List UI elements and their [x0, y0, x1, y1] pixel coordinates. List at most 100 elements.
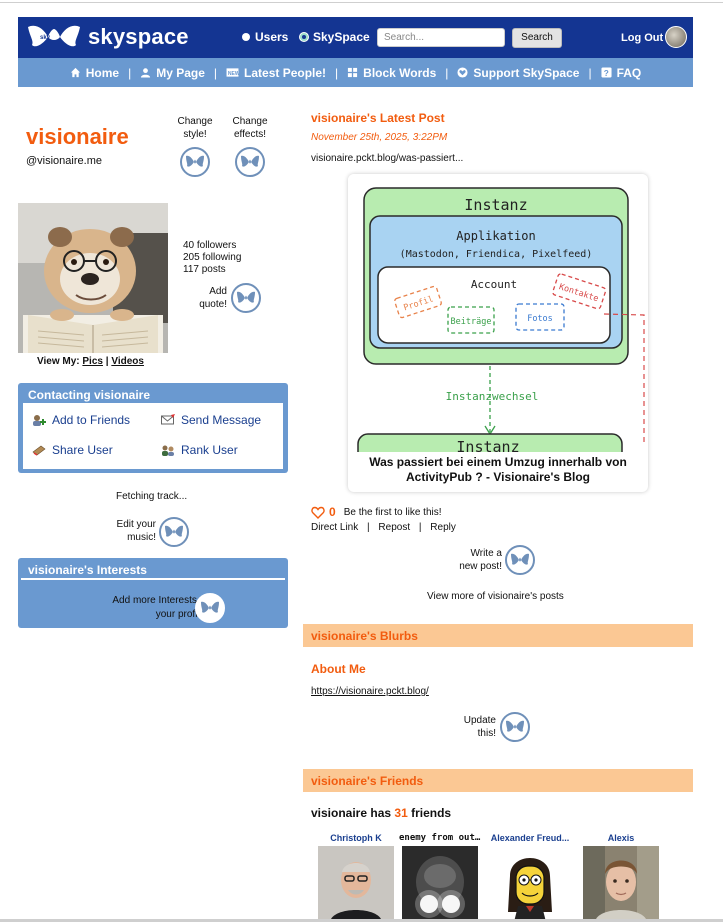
friend-name[interactable]: Alexander Freud...: [490, 833, 570, 843]
music-status: Fetching track...: [116, 491, 188, 502]
add-to-friends-link[interactable]: Add to Friends: [32, 413, 130, 427]
view-videos-link[interactable]: Videos: [111, 356, 144, 367]
add-quote-button[interactable]: [231, 283, 261, 313]
update-blurbs-button[interactable]: [500, 712, 530, 742]
diagram-beitraege-label: Beiträge: [451, 317, 492, 327]
home-icon: [70, 67, 80, 78]
blurbs-title: visionaire's Blurbs: [311, 629, 418, 643]
rank-user-link[interactable]: Rank User: [161, 443, 238, 457]
skyspace-butterfly-icon: [506, 720, 524, 732]
nav-item-faq[interactable]: ? FAQ: [601, 66, 641, 80]
nav-separator: |: [588, 65, 592, 80]
posts-count[interactable]: 117 posts: [183, 264, 226, 275]
nav-item-latest-people[interactable]: NEW Latest People!: [226, 66, 326, 80]
rank-users-icon: [162, 445, 174, 456]
diagram-applikation-sub: (Mastodon, Friendica, Pixelfeed): [400, 249, 593, 260]
followers-count[interactable]: 40 followers: [183, 240, 237, 251]
search-button[interactable]: Search: [512, 28, 562, 48]
add-friend-icon: [33, 415, 46, 426]
friend-card[interactable]: Alexis: [580, 833, 662, 922]
share-user-link[interactable]: Share User: [32, 443, 113, 457]
heart-icon: [457, 67, 468, 78]
link-preview-card[interactable]: Instanz Applikation (Mastodon, Friendica…: [348, 174, 648, 492]
radio-skyspace-dot[interactable]: [300, 33, 308, 41]
edit-music-button[interactable]: [159, 517, 189, 547]
search-input[interactable]: Search...: [377, 28, 505, 47]
radio-users-label: Users: [255, 30, 289, 44]
nav-separator: |: [213, 65, 218, 80]
like-row: 0 Be the first to like this!: [311, 505, 442, 519]
change-style-label: Change style!: [177, 116, 213, 140]
diagram-instanz-bottom-label: Instanz: [456, 438, 519, 452]
nav-separator: |: [335, 65, 339, 80]
nav-label-support: Support SkySpace: [473, 65, 580, 80]
envelope-icon: [161, 414, 175, 425]
friend-name[interactable]: enemy from out...: [399, 833, 481, 843]
nav-item-support[interactable]: Support SkySpace: [457, 66, 579, 80]
skyspace-logo[interactable]: sky skyspace: [26, 22, 189, 52]
skyspace-butterfly-icon: [241, 155, 259, 167]
write-post-button[interactable]: [505, 545, 535, 575]
post-actions: Direct Link | Repost | Reply: [311, 522, 456, 533]
view-more-posts-link[interactable]: View more of visionaire's posts: [427, 591, 564, 602]
about-me-heading: About Me: [311, 662, 366, 676]
skyspace-butterfly-icon: [186, 155, 204, 167]
about-me-link[interactable]: https://visionaire.pckt.blog/: [311, 686, 429, 697]
radio-users-dot[interactable]: [242, 33, 250, 41]
following-count[interactable]: 205 following: [183, 252, 242, 263]
nav-label-home: Home: [85, 65, 120, 80]
friend-avatar[interactable]: [318, 846, 394, 922]
main-nav: Home | My Page | NEW Latest People! | Bl…: [18, 58, 693, 87]
post-url[interactable]: visionaire.pckt.blog/was-passiert...: [311, 153, 464, 164]
friend-card[interactable]: enemy from out...: [399, 833, 481, 922]
skyspace-butterfly-icon: [511, 553, 529, 565]
logout-link[interactable]: Log Out: [621, 32, 664, 44]
nav-item-block-words[interactable]: Block Words: [347, 66, 436, 80]
friends-title: visionaire's Friends: [311, 774, 424, 788]
nav-item-home[interactable]: Home: [70, 66, 119, 80]
change-style-button[interactable]: [180, 147, 210, 177]
link-preview-title[interactable]: Was passiert bei einem Umzug innerhalb v…: [369, 455, 627, 484]
friend-avatar[interactable]: [402, 846, 478, 922]
skyspace-butterfly-icon: [201, 601, 219, 613]
interests-divider: [21, 578, 285, 580]
friend-avatar[interactable]: [492, 846, 568, 922]
send-message-link[interactable]: Send Message: [161, 413, 261, 427]
friend-card[interactable]: Alexander Freud...: [489, 833, 571, 922]
friend-card[interactable]: Christoph K: [315, 833, 397, 922]
new-badge-icon: NEW: [226, 68, 239, 77]
friends-count[interactable]: 31: [394, 806, 408, 820]
user-avatar[interactable]: [665, 26, 687, 48]
friend-avatar[interactable]: [583, 846, 659, 922]
reply-link[interactable]: Reply: [430, 522, 456, 533]
repost-link[interactable]: Repost: [378, 522, 411, 533]
heart-outline-icon[interactable]: [311, 506, 325, 519]
svg-text:sky: sky: [40, 35, 51, 41]
add-quote-label: Add quote!: [199, 286, 227, 310]
friend-name[interactable]: Christoph K: [330, 833, 382, 843]
friend-name[interactable]: Alexis: [607, 833, 635, 843]
edit-music-label: Edit your music!: [116, 519, 156, 543]
radio-users[interactable]: Users: [242, 30, 288, 44]
blurbs-header: visionaire's Blurbs: [303, 624, 693, 647]
profile-picture[interactable]: [18, 203, 168, 353]
radio-skyspace-label: SkySpace: [313, 30, 370, 44]
bulldog-photo: [18, 203, 168, 353]
add-interests-button[interactable]: [195, 593, 225, 623]
like-text: Be the first to like this!: [343, 506, 442, 518]
butterfly-logo-icon: sky: [28, 25, 80, 47]
direct-link[interactable]: Direct Link: [311, 522, 359, 533]
like-count: 0: [329, 505, 336, 519]
profile-handle: @visionaire.me: [26, 155, 102, 167]
bottom-divider: [0, 919, 723, 922]
change-effects-button[interactable]: [235, 147, 265, 177]
nav-item-my-page[interactable]: My Page: [140, 66, 205, 80]
radio-skyspace[interactable]: SkySpace: [300, 30, 370, 44]
contact-panel-title: Contacting visionaire: [28, 388, 151, 402]
change-effects-label: Change effects!: [232, 116, 268, 140]
profile-name: visionaire: [26, 124, 129, 149]
view-pics-link[interactable]: Pics: [82, 356, 103, 367]
write-post-label: Write a new post!: [459, 548, 502, 572]
question-icon: ?: [601, 67, 612, 78]
skyspace-butterfly-icon: [165, 525, 183, 537]
